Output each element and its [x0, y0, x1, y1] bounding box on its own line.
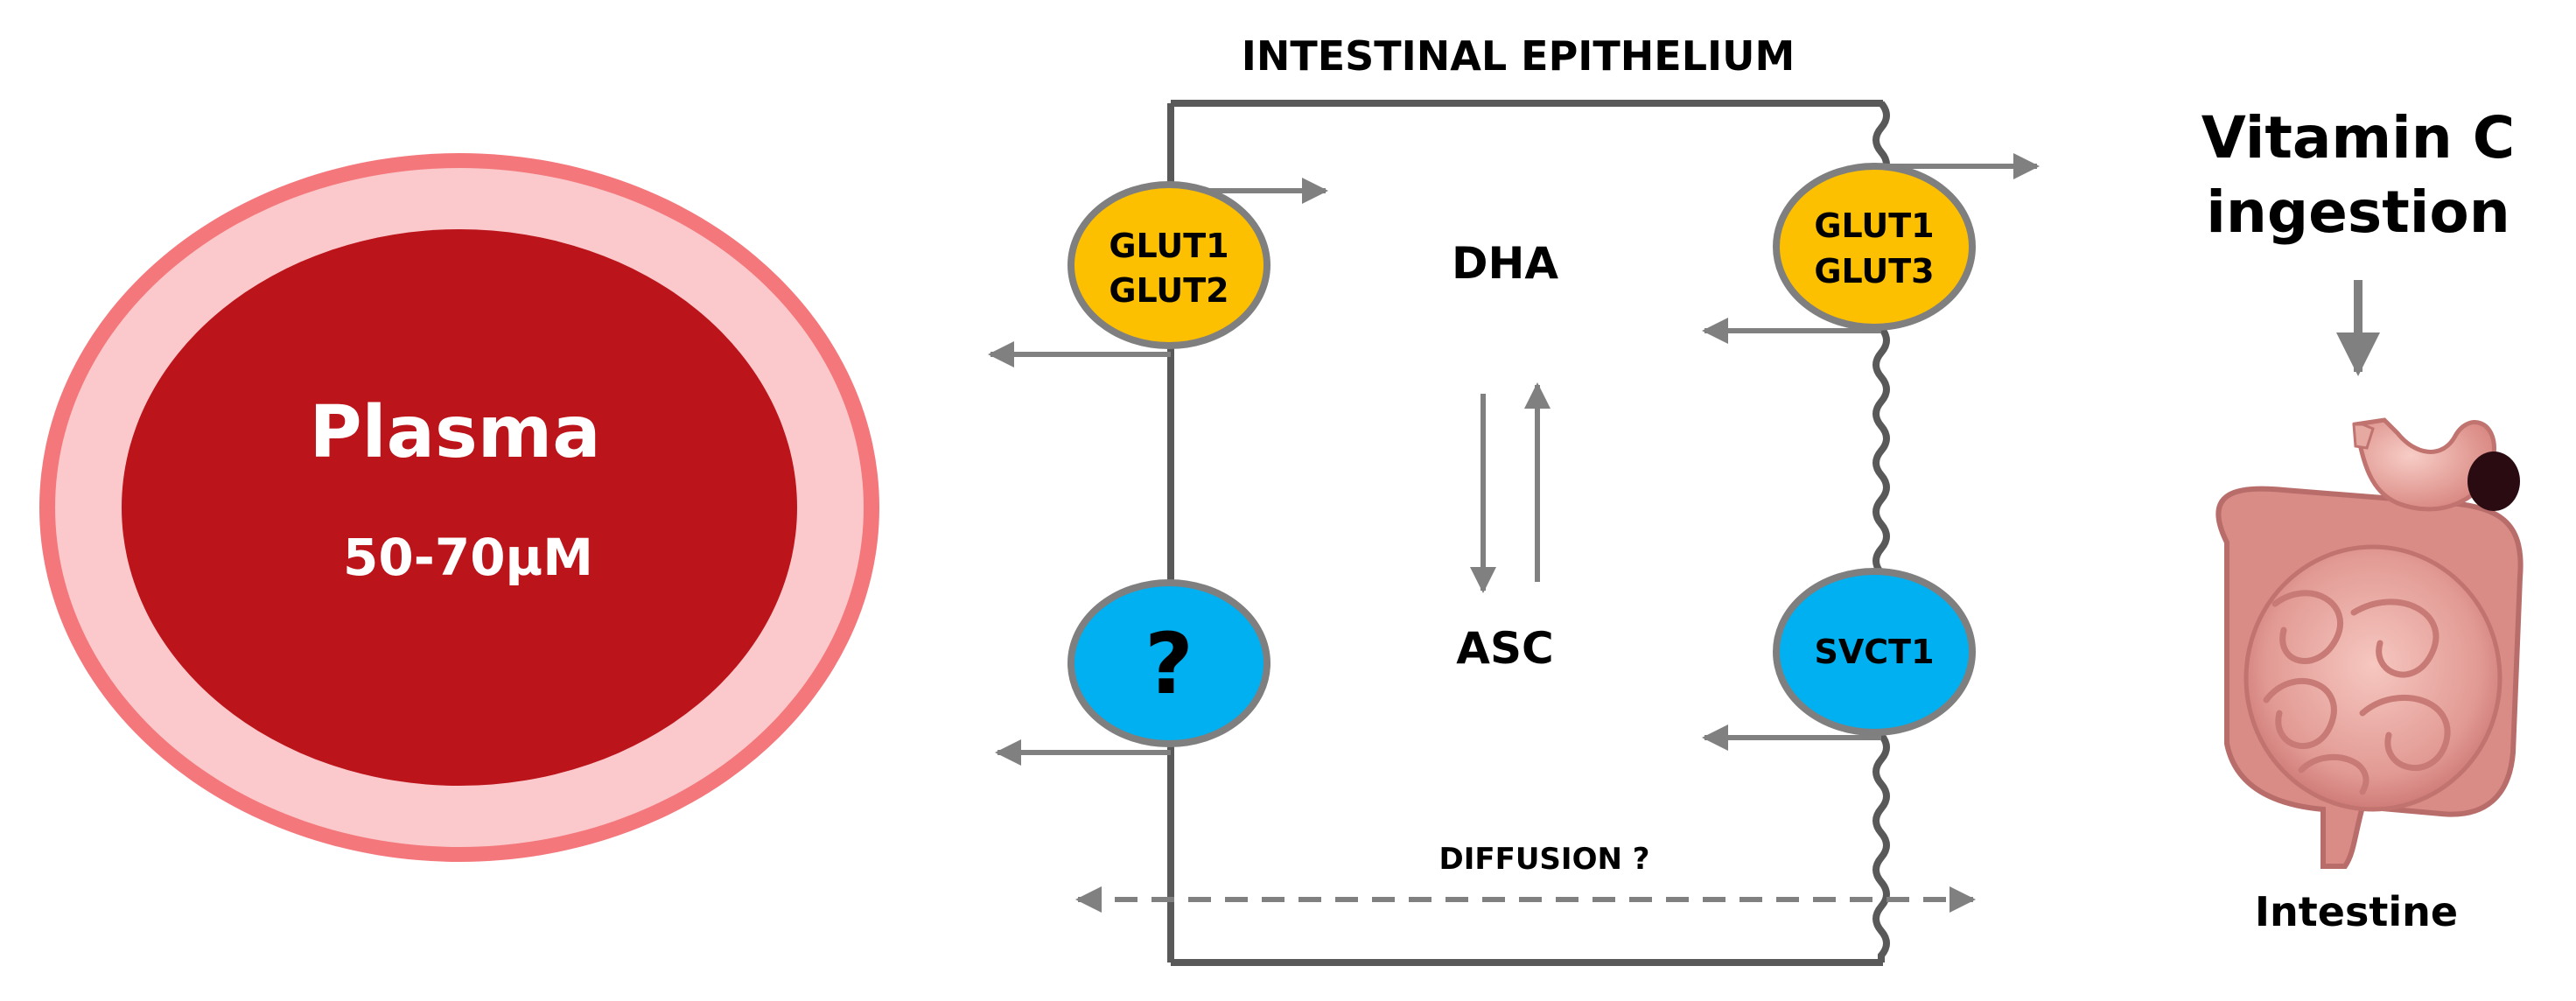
transporter-glut1-glut2: GLUT1 GLUT2: [1068, 181, 1270, 349]
transporter-ellipse: [1068, 579, 1270, 747]
transporter-unknown: ?: [1068, 579, 1270, 747]
plasma-label: Plasma: [309, 391, 600, 474]
ingestion-label-line2: ingestion: [2206, 178, 2510, 246]
transporter-label-line2: GLUT3: [1814, 252, 1934, 290]
spleen: [2468, 452, 2520, 511]
small-intestine: [2244, 544, 2502, 812]
transporter-svct1: SVCT1: [1773, 568, 1976, 736]
plasma-inner: [122, 229, 797, 786]
transporter-ellipse: [1773, 163, 1976, 331]
small-intestine-folds: [2263, 590, 2451, 795]
transporter-ellipse: [1773, 568, 1976, 736]
transporter-label: SVCT1: [1814, 633, 1934, 671]
intestine-label: Intestine: [2255, 888, 2458, 935]
transporter-label-line1: GLUT1: [1814, 206, 1934, 245]
plasma-ellipse: Plasma 50-70µM: [39, 153, 879, 862]
transporter-ellipse: [1068, 181, 1270, 349]
asc-label: ASC: [1456, 623, 1553, 674]
esophagus: [2352, 423, 2375, 450]
transporter-label: ?: [1144, 615, 1194, 713]
transporter-label-line1: GLUT1: [1109, 227, 1228, 265]
intestine-illustration: [2216, 417, 2524, 869]
arrows: [988, 153, 2380, 913]
diffusion-label: DIFFUSION ?: [1439, 842, 1650, 877]
diagram-title: INTESTINAL EPITHELIUM: [1242, 32, 1796, 80]
plasma-concentration: 50-70µM: [343, 528, 593, 587]
transporter-label-line2: GLUT2: [1109, 271, 1228, 310]
cell-right-wall-microvilli: [1872, 101, 1890, 962]
ingestion-label-line1: Vitamin C: [2202, 104, 2515, 172]
transporter-glut1-glut3: GLUT1 GLUT3: [1773, 163, 1976, 331]
dha-label: DHA: [1452, 238, 1558, 289]
